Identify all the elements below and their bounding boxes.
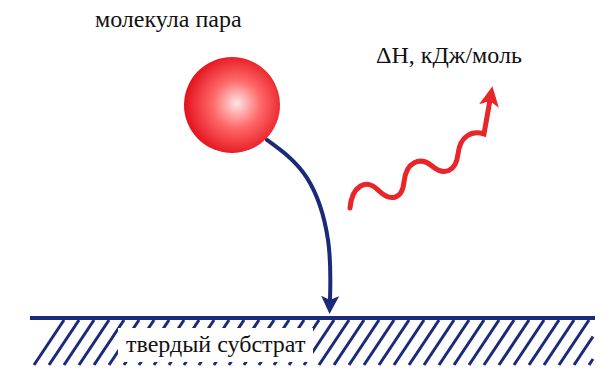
- hatch-stroke: [319, 320, 349, 365]
- vapor-sphere: [184, 57, 280, 153]
- hatch-stroke: [49, 320, 79, 365]
- hatch-stroke: [349, 320, 379, 365]
- substrate-label: твердый субстрат: [118, 328, 313, 362]
- hatch-stroke: [364, 320, 394, 365]
- hatch-stroke: [529, 320, 559, 365]
- hatch-stroke: [499, 320, 529, 365]
- hatch-stroke: [484, 320, 514, 365]
- hatch-stroke: [79, 320, 109, 365]
- hatch-stroke: [589, 359, 593, 365]
- solid-substrate: твердый субстрат: [30, 316, 595, 372]
- hatch-stroke: [334, 320, 364, 365]
- hatch-stroke: [64, 320, 94, 365]
- hatch-stroke: [439, 320, 469, 365]
- hatch-stroke: [424, 320, 454, 365]
- vapor-molecule: молекула пара: [95, 6, 283, 156]
- hatch-stroke: [394, 320, 424, 365]
- hatch-stroke: [34, 320, 64, 365]
- hatch-stroke: [409, 320, 439, 365]
- substrate-surface: [30, 316, 595, 320]
- heat-release-wave: [350, 100, 490, 208]
- hatch-stroke: [454, 320, 484, 365]
- enthalpy-label: ΔH, кДж/моль: [376, 42, 522, 70]
- hatch-stroke: [514, 320, 544, 365]
- node-heading: молекула пара: [95, 6, 283, 34]
- hatch-stroke: [379, 320, 409, 365]
- hatch-stroke: [469, 320, 499, 365]
- hatch-stroke: [574, 337, 593, 366]
- adsorption-arrow: [267, 140, 331, 300]
- hatch-stroke: [559, 320, 589, 365]
- hatch-stroke: [544, 320, 574, 365]
- sphere-shape: [183, 56, 281, 154]
